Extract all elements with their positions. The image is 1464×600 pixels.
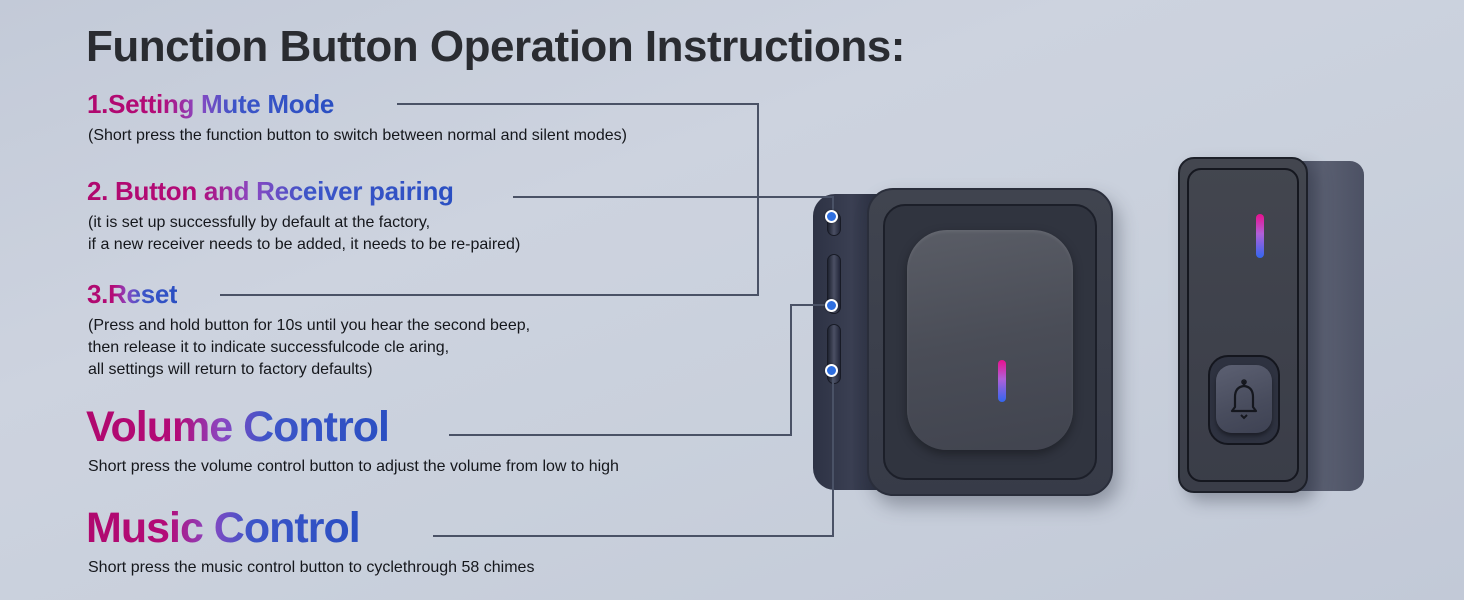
desc-line: (Press and hold button for 10s until you… [88, 317, 531, 334]
callout-dot-function [825, 210, 838, 223]
leader-line-pairing-v [832, 196, 834, 216]
receiver-bezel [883, 204, 1097, 480]
desc-line: then release it to indicate successfulco… [88, 339, 450, 356]
leader-line-mute-h [397, 103, 758, 105]
receiver-front [867, 188, 1113, 496]
desc-volume-control: Short press the volume control button to… [88, 456, 619, 478]
heading-mute-mode: 1.Setting Mute Mode [87, 89, 335, 119]
heading-reset: 3.Reset [87, 279, 178, 309]
doorbell-press-button [1208, 355, 1280, 445]
receiver-side-panel [813, 194, 877, 490]
desc-line: (Short press the function button to swit… [88, 127, 627, 144]
receiver-device [813, 188, 1113, 496]
leader-line-volume-top [790, 304, 832, 306]
heading-music-control: Music Control [86, 504, 361, 552]
receiver-led-indicator [998, 360, 1006, 402]
bell-icon [1230, 379, 1258, 420]
heading-volume-control: Volume Control [86, 403, 390, 451]
desc-line: Short press the volume control button to… [88, 458, 619, 475]
heading-pairing: 2. Button and Receiver pairing [87, 176, 454, 206]
callout-dot-volume [825, 299, 838, 312]
transmitter-bezel [1187, 168, 1299, 482]
desc-line: all settings will return to factory defa… [88, 361, 373, 378]
leader-line-pairing-h [513, 196, 833, 198]
desc-reset: (Press and hold button for 10s until you… [88, 315, 530, 381]
desc-line: if a new receiver needs to be added, it … [88, 236, 521, 253]
leader-line-reset-h [220, 294, 759, 296]
leader-line-music-h [433, 535, 834, 537]
leader-line-mute-v [757, 103, 759, 295]
leader-line-volume-v [790, 304, 792, 436]
doorbell-transmitter [1178, 157, 1364, 493]
desc-music-control: Short press the music control button to … [88, 557, 534, 579]
leader-line-music-v [832, 372, 834, 537]
desc-mute-mode: (Short press the function button to swit… [88, 125, 627, 147]
transmitter-front [1178, 157, 1308, 493]
callout-dot-music [825, 364, 838, 377]
bell-button-cap [1216, 365, 1272, 433]
receiver-speaker-pad [907, 230, 1073, 450]
page-title: Function Button Operation Instructions: [86, 22, 905, 71]
desc-line: (it is set up successfully by default at… [88, 214, 431, 231]
desc-line: Short press the music control button to … [88, 559, 535, 576]
leader-line-volume-h [449, 434, 791, 436]
transmitter-led-indicator [1256, 214, 1264, 258]
desc-pairing: (it is set up successfully by default at… [88, 212, 520, 256]
